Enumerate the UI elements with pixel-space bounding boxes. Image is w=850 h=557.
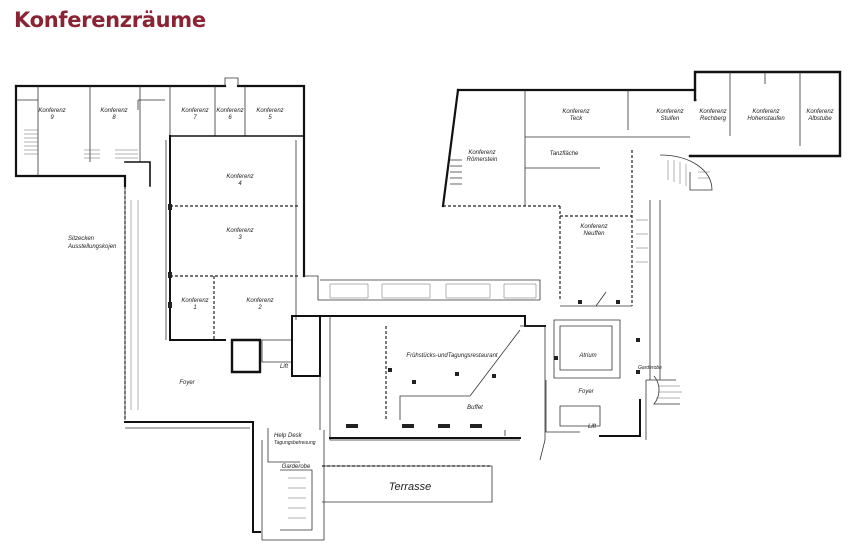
label-tagungsbetreuung: Tagungsbetreuung: [274, 440, 316, 446]
label-garderobe-left: Garderobe: [282, 464, 311, 470]
passage-walls: [304, 275, 541, 301]
label-restaurant: Frühstücks-undTagungsrestaurant: [406, 353, 497, 359]
page-title: Konferenzräume: [14, 8, 206, 32]
label-foyer-left: Foyer: [179, 380, 195, 386]
restaurant-walls: [319, 315, 546, 503]
label-lift-left: Lift: [280, 364, 288, 370]
label-tanzflaeche: Tanzfläche: [550, 151, 579, 157]
label-atrium: Atrium: [578, 353, 596, 359]
label-sitzecken: Sitzecken: [68, 236, 95, 242]
label-foyer-right: Foyer: [578, 389, 594, 395]
label-garderobe-right: Garderobe: [638, 365, 662, 371]
label-ausstellungskojen: Ausstellungskojen: [67, 244, 117, 250]
label-buffet: Buffet: [467, 405, 483, 411]
label-help-desk: Help Desk: [274, 433, 303, 439]
label-terrasse: Terrasse: [389, 481, 431, 493]
label-lift-right: Lift: [588, 424, 596, 430]
right-wing-walls: [441, 70, 842, 440]
left-wing-walls: [14, 77, 325, 541]
